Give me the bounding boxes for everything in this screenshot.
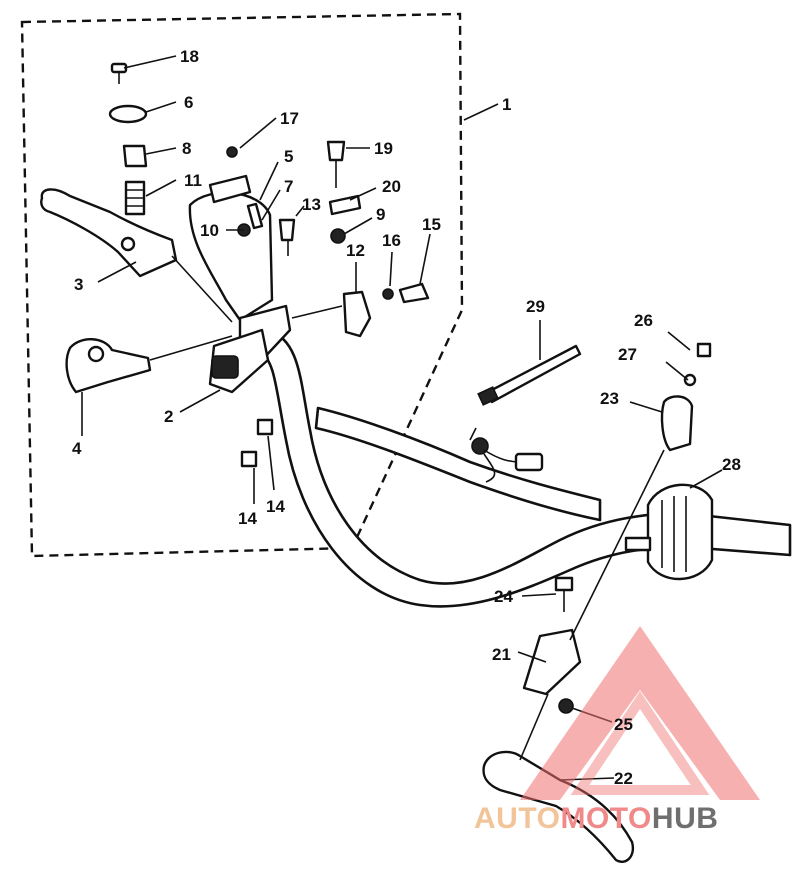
callout-15: 15 bbox=[422, 215, 441, 234]
callout-20: 20 bbox=[382, 177, 401, 196]
callout-18: 18 bbox=[180, 47, 199, 66]
switch-housing-part bbox=[624, 483, 714, 581]
callout-9: 9 bbox=[376, 205, 385, 224]
watermark-auto: AUTO bbox=[474, 802, 560, 835]
callout-16: 16 bbox=[382, 231, 401, 250]
callout-7: 7 bbox=[284, 177, 293, 196]
callout-labels: 18 6 8 11 3 4 2 17 5 7 10 13 9 20 19 12 … bbox=[72, 47, 741, 788]
callout-22: 22 bbox=[614, 769, 633, 788]
callout-28: 28 bbox=[722, 455, 741, 474]
assembly-frame bbox=[20, 12, 464, 558]
master-cylinder-part bbox=[188, 174, 292, 362]
callout-17: 17 bbox=[280, 109, 299, 128]
callout-8: 8 bbox=[182, 139, 191, 158]
wire-connector bbox=[469, 427, 544, 483]
callout-24: 24 bbox=[494, 587, 513, 606]
callout-5: 5 bbox=[284, 147, 293, 166]
clamp-part bbox=[208, 328, 270, 394]
watermark-logo bbox=[520, 626, 760, 800]
cable-band-part bbox=[477, 344, 582, 406]
callout-10: 10 bbox=[200, 221, 219, 240]
small-fasteners bbox=[108, 62, 148, 216]
callout-29: 29 bbox=[526, 297, 545, 316]
callout-25: 25 bbox=[614, 715, 633, 734]
callout-27: 27 bbox=[618, 345, 637, 364]
callout-26: 26 bbox=[634, 311, 653, 330]
clutch-side-parts bbox=[522, 342, 712, 714]
callout-4: 4 bbox=[72, 439, 82, 458]
callout-6: 6 bbox=[184, 93, 193, 112]
callout-11: 11 bbox=[184, 171, 202, 190]
watermark-hub: HUB bbox=[652, 802, 719, 835]
watermark-text: AUTOMOTOHUB bbox=[474, 802, 718, 835]
callout-23: 23 bbox=[600, 389, 619, 408]
lever-bracket-part bbox=[65, 338, 152, 394]
clutch-lever-part bbox=[482, 750, 635, 863]
callout-12: 12 bbox=[346, 241, 365, 260]
callout-13: 13 bbox=[302, 195, 321, 214]
callout-19: 19 bbox=[374, 139, 393, 158]
callout-21: 21 bbox=[492, 645, 511, 664]
watermark-moto: MOTO bbox=[560, 802, 651, 835]
callout-2: 2 bbox=[164, 407, 173, 426]
brake-lever-part bbox=[40, 188, 178, 278]
callout-3: 3 bbox=[74, 275, 83, 294]
callout-14-left: 14 bbox=[238, 509, 257, 528]
small-parts-cluster bbox=[226, 140, 430, 468]
callout-1: 1 bbox=[502, 95, 511, 114]
svg-text:AUTOMOTOHUB: AUTOMOTOHUB bbox=[474, 802, 718, 835]
callout-14-right: 14 bbox=[266, 497, 285, 516]
